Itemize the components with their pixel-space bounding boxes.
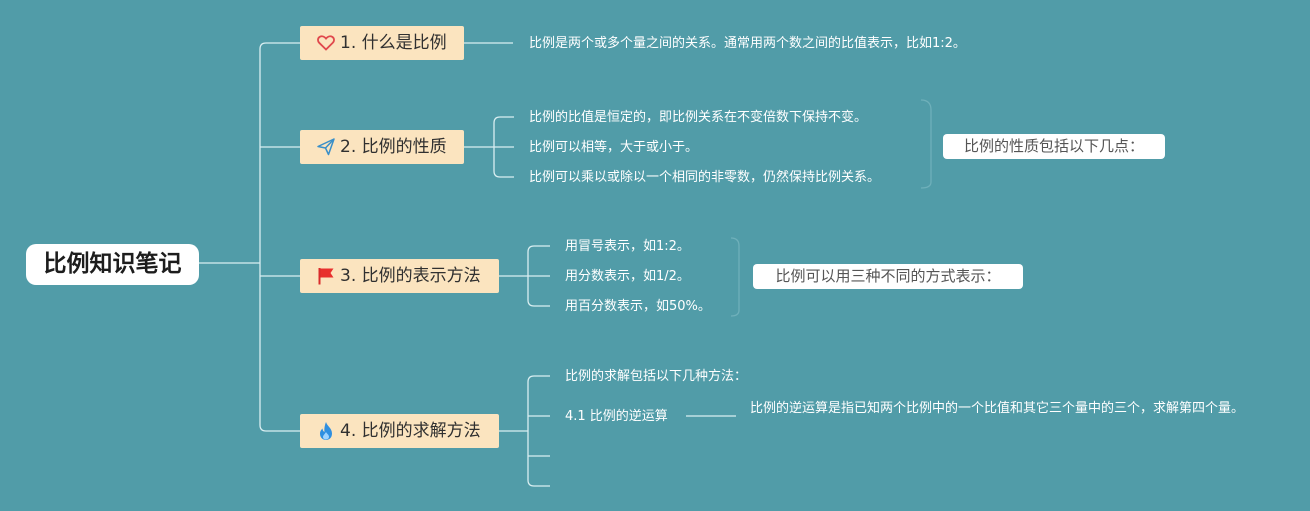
- leaf-item: 用分数表示，如1/2。: [565, 269, 690, 284]
- branch-what-is-ratio[interactable]: 1. 什么是比例: [300, 26, 464, 60]
- leaf-item: 比例可以相等，大于或小于。: [529, 140, 699, 155]
- leaf-item: 4.1 比例的逆运算: [565, 409, 668, 424]
- leaf-item: 用冒号表示，如1:2。: [565, 239, 690, 254]
- branch-ratio-properties[interactable]: 2. 比例的性质: [300, 130, 464, 164]
- heart-icon: [316, 33, 336, 53]
- red-flag-icon: [316, 266, 336, 286]
- leaf-item: 比例可以乘以或除以一个相同的非零数，仍然保持比例关系。: [529, 170, 881, 185]
- trunk-line: [259, 42, 300, 432]
- summary-label: 比例可以用三种不同的方式表示：: [753, 264, 1023, 289]
- branch-ratio-solving[interactable]: 4. 比例的求解方法: [300, 414, 499, 448]
- leaf-item: 比例的比值是恒定的，即比例关系在不变倍数下保持不变。: [529, 110, 868, 125]
- branch-label: 1. 什么是比例: [340, 33, 447, 53]
- fire-icon: [316, 421, 336, 441]
- summary-label: 比例的性质包括以下几点：: [943, 134, 1165, 159]
- paper-plane-icon: [316, 137, 336, 157]
- root-node[interactable]: 比例知识笔记: [26, 244, 199, 285]
- leaf-item: 比例是两个或多个量之间的关系。通常用两个数之间的比值表示，比如1:2。: [529, 36, 966, 51]
- branch4-bracket: [527, 375, 550, 487]
- leaf-item: 比例的求解包括以下几种方法：: [565, 369, 748, 384]
- branch-label: 3. 比例的表示方法: [340, 266, 481, 286]
- sub-leaf-detail: 比例的逆运算是指已知两个比例中的一个比值和其它三个量中的三个，求解第四个量。: [750, 401, 1245, 416]
- branch-label: 4. 比例的求解方法: [340, 421, 481, 441]
- branch-ratio-representation[interactable]: 3. 比例的表示方法: [300, 259, 499, 293]
- leaf-item: 用百分数表示，如50%。: [565, 299, 711, 314]
- branch-label: 2. 比例的性质: [340, 137, 447, 157]
